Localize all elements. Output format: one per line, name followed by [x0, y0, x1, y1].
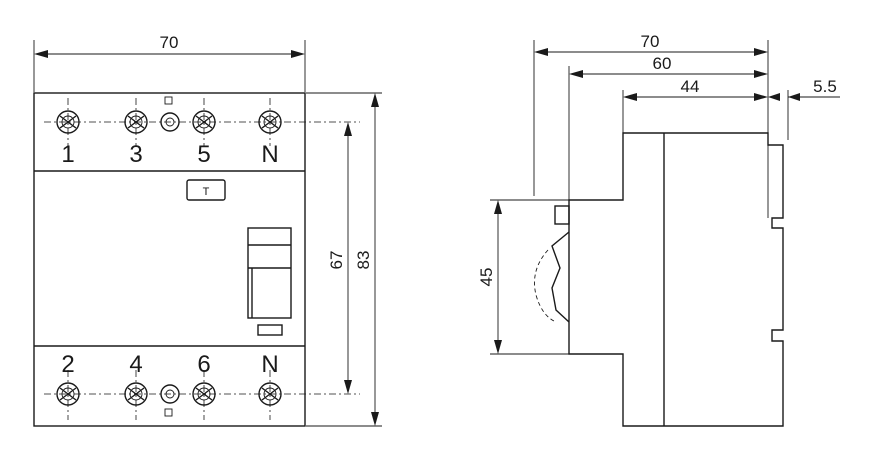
screw-terminal-6 [192, 382, 216, 406]
rail-height-label: 45 [477, 268, 496, 287]
terminal-label-6: 6 [197, 351, 210, 378]
side-lever-alt-position [534, 249, 557, 323]
front-view: 70 [33, 33, 382, 427]
status-indicator [257, 324, 283, 336]
test-button-label: T [203, 186, 210, 198]
screw-terminal-4 [124, 382, 148, 406]
side-depth-70-label: 70 [641, 32, 660, 51]
side-lever [551, 231, 570, 323]
screw-terminal-5 [192, 110, 216, 134]
screw-terminal-n-top [258, 110, 282, 134]
outer-height-dimension: 83 [306, 92, 382, 427]
terminal-label-n-bottom: N [261, 351, 278, 378]
test-contact-top [160, 112, 180, 132]
side-test-button [554, 205, 570, 225]
test-button: T [186, 179, 226, 201]
screw-terminal-n-bottom [258, 382, 282, 406]
terminal-axes [67, 98, 271, 420]
terminal-label-n-top: N [261, 141, 278, 168]
inner-height-label: 67 [327, 251, 346, 270]
screw-terminal-3 [124, 110, 148, 134]
side-depth-44-label: 44 [681, 77, 700, 96]
operating-lever [247, 227, 292, 319]
screw-terminal-1 [56, 110, 80, 134]
test-contact-bottom [160, 384, 180, 404]
side-depth-60-label: 60 [653, 54, 672, 73]
outer-height-label: 83 [354, 251, 373, 270]
terminal-label-1: 1 [61, 141, 74, 168]
terminal-label-3: 3 [129, 141, 142, 168]
device-body-front [33, 92, 306, 427]
bottom-marker [164, 408, 173, 417]
side-offset-label: 5.5 [813, 77, 837, 96]
screw-terminal-2 [56, 382, 80, 406]
terminal-label-5: 5 [197, 141, 210, 168]
front-width-label: 70 [160, 33, 179, 52]
front-width-dimension: 70 [33, 33, 306, 92]
inner-height-dimension: 67 [327, 122, 352, 394]
device-profile [568, 132, 784, 427]
top-marker [164, 96, 173, 105]
terminal-label-4: 4 [129, 351, 142, 378]
side-view: 70 60 44 5.5 45 [477, 32, 840, 427]
terminal-label-2: 2 [61, 351, 74, 378]
